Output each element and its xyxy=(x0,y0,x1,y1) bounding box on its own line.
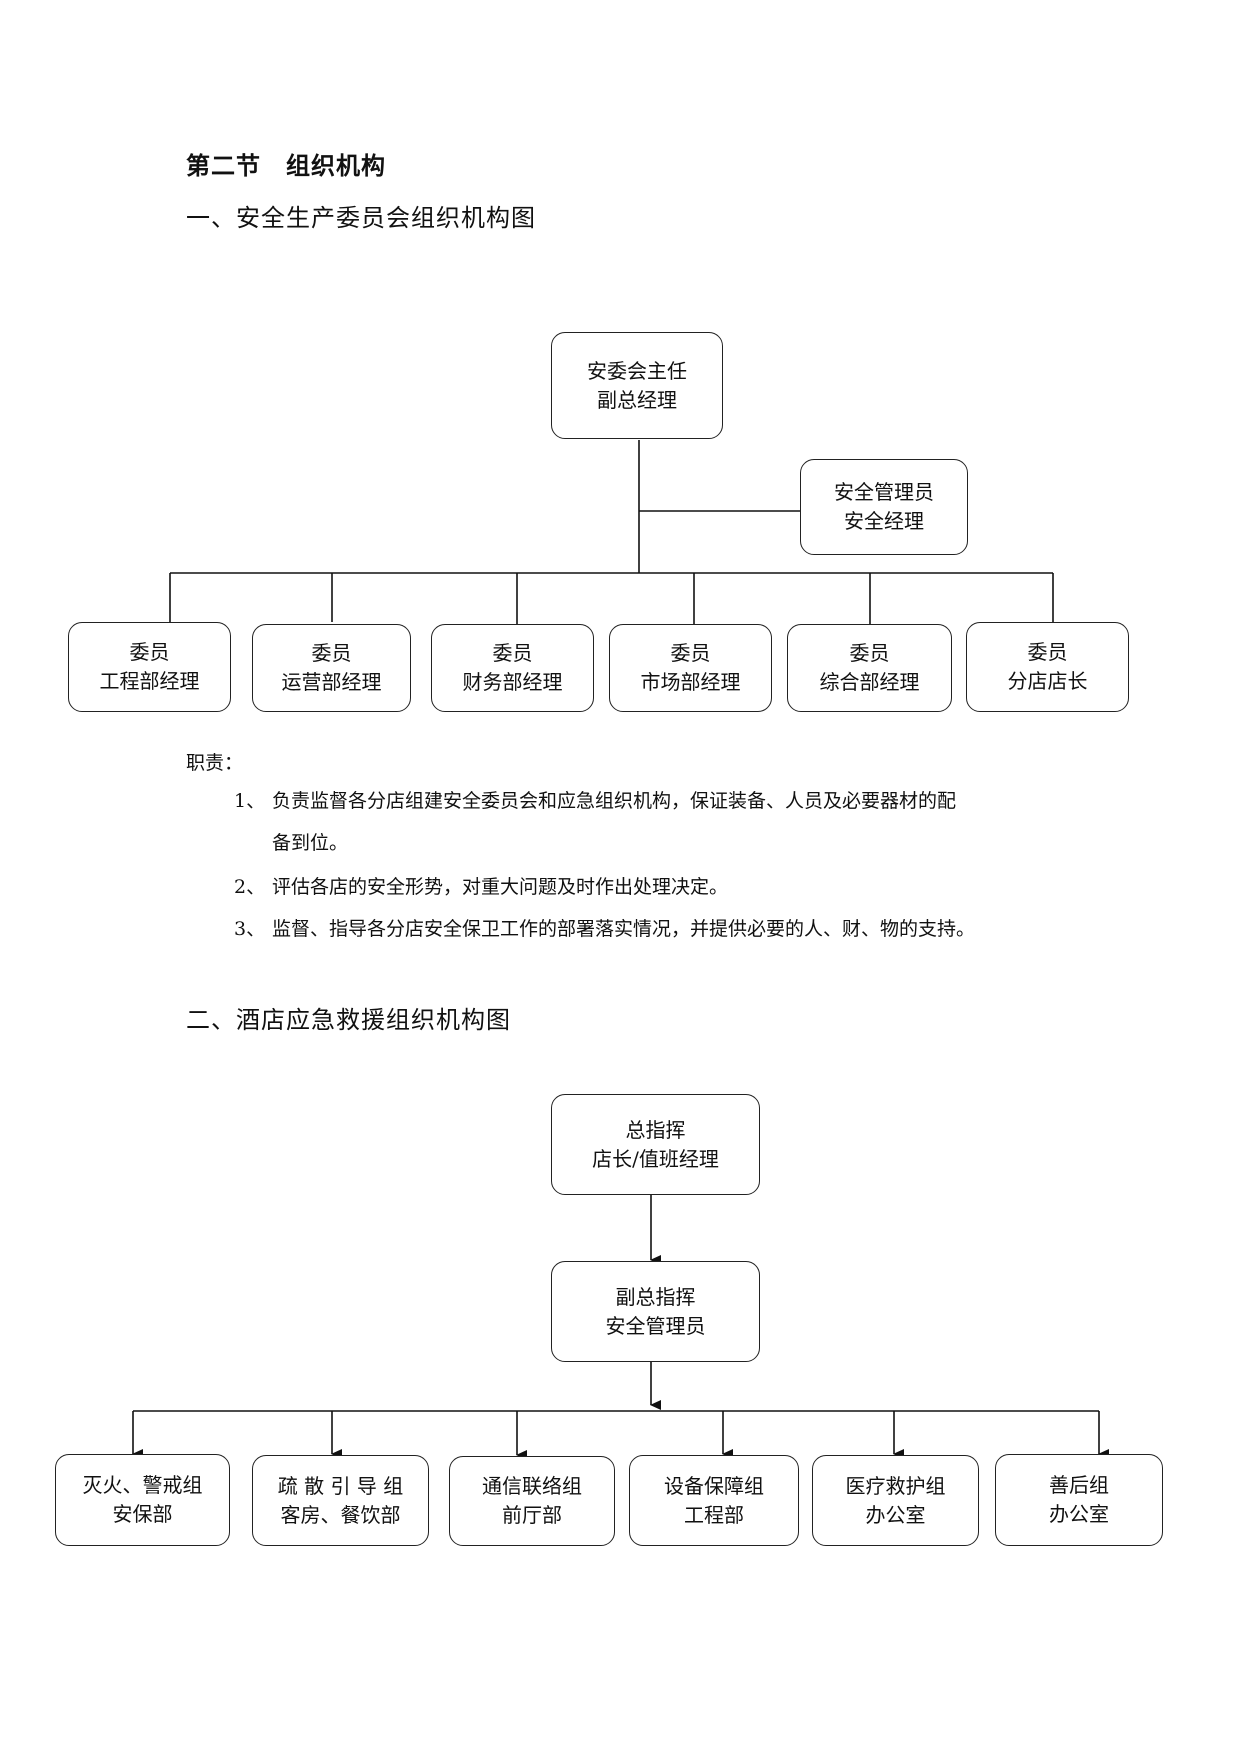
box-line2: 办公室 xyxy=(865,1502,926,1527)
box-line2: 市场部经理 xyxy=(640,670,741,694)
box-line2: 前厅部 xyxy=(502,1503,562,1527)
box-line2: 办公室 xyxy=(1049,1502,1109,1526)
box-line1: 安委会主任 xyxy=(587,358,687,383)
org-box-member: 委员 分店店长 xyxy=(966,622,1129,712)
box-line2: 综合部经理 xyxy=(819,670,920,694)
box-line2: 运营部经理 xyxy=(281,670,382,694)
duty-text: 评估各店的安全形势，对重大问题及时作出处理决定。 xyxy=(272,876,729,898)
box-line2: 客房、餐饮部 xyxy=(280,1502,401,1527)
org-box-group: 医疗救护组 办公室 xyxy=(812,1455,979,1546)
org-box-commander: 总指挥 店长/值班经理 xyxy=(551,1094,760,1195)
box-line1: 通信联络组 xyxy=(482,1474,582,1498)
box-line2: 店长/值班经理 xyxy=(592,1146,719,1171)
box-line1: 灭火、警戒组 xyxy=(82,1473,203,1497)
box-line2: 工程部 xyxy=(684,1502,744,1527)
org-box-deputy-commander: 副总指挥 安全管理员 xyxy=(551,1261,760,1362)
duty-number: 3、 xyxy=(234,918,266,940)
duty-text: 监督、指导各分店安全保卫工作的部署落实情况，并提供必要的人、财、物的支持。 xyxy=(272,918,976,940)
org-box-group: 疏 散 引 导 组 客房、餐饮部 xyxy=(252,1455,429,1546)
box-line2: 财务部经理 xyxy=(462,670,563,694)
box-line1: 委员 xyxy=(1027,640,1068,664)
duty-item: 3、监督、指导各分店安全保卫工作的部署落实情况，并提供必要的人、财、物的支持。 xyxy=(234,908,1074,950)
box-line1: 副总指挥 xyxy=(615,1284,696,1309)
box-line1: 委员 xyxy=(849,641,890,665)
box-line2: 分店店长 xyxy=(1007,669,1088,693)
box-line2: 工程部经理 xyxy=(99,669,200,693)
duty-number: 2、 xyxy=(234,876,266,898)
duty-item: 1、负责监督各分店组建安全委员会和应急组织机构，保证装备、人员及必要器材的配 备… xyxy=(234,780,1074,864)
box-line1: 总指挥 xyxy=(625,1117,686,1142)
duty-text: 负责监督各分店组建安全委员会和应急组织机构，保证装备、人员及必要器材的配 xyxy=(272,790,957,812)
box-line1: 委员 xyxy=(129,640,170,664)
duty-item: 2、评估各店的安全形势，对重大问题及时作出处理决定。 xyxy=(234,866,1074,908)
box-line1: 设备保障组 xyxy=(664,1473,764,1498)
box-line1: 委员 xyxy=(670,641,711,665)
box-line1: 委员 xyxy=(492,641,533,665)
org-box-safety-officer: 安全管理员 安全经理 xyxy=(800,459,968,555)
org-box-group: 灭火、警戒组 安保部 xyxy=(55,1454,230,1546)
org-box-committee-chair: 安委会主任 副总经理 xyxy=(551,332,723,439)
duty-number: 1、 xyxy=(234,790,266,812)
box-line2: 安全经理 xyxy=(844,509,924,533)
org-box-member: 委员 工程部经理 xyxy=(68,622,231,712)
duty-text-continued: 备到位。 xyxy=(272,832,349,854)
org-box-member: 委员 运营部经理 xyxy=(252,624,411,712)
box-line1: 善后组 xyxy=(1049,1473,1109,1497)
box-line1: 疏 散 引 导 组 xyxy=(277,1473,404,1498)
box-line1: 委员 xyxy=(311,641,352,665)
box-line1: 医疗救护组 xyxy=(845,1473,946,1498)
box-line1: 安全管理员 xyxy=(834,480,934,504)
box-line2: 副总经理 xyxy=(597,387,677,412)
duties-label: 职责： xyxy=(186,752,244,774)
org-box-member: 委员 综合部经理 xyxy=(787,624,952,712)
org-box-group: 通信联络组 前厅部 xyxy=(449,1456,615,1546)
org-box-member: 委员 财务部经理 xyxy=(431,624,594,712)
box-line2: 安保部 xyxy=(112,1502,173,1526)
section-title: 第二节 组织机构 xyxy=(186,152,386,180)
org-box-member: 委员 市场部经理 xyxy=(609,624,772,712)
box-line2: 安全管理员 xyxy=(605,1313,706,1338)
chart1-heading: 一、安全生产委员会组织机构图 xyxy=(186,204,536,232)
org-box-group: 善后组 办公室 xyxy=(995,1454,1163,1546)
org-box-group: 设备保障组 工程部 xyxy=(629,1455,799,1546)
chart2-heading: 二、酒店应急救援组织机构图 xyxy=(186,1006,511,1034)
